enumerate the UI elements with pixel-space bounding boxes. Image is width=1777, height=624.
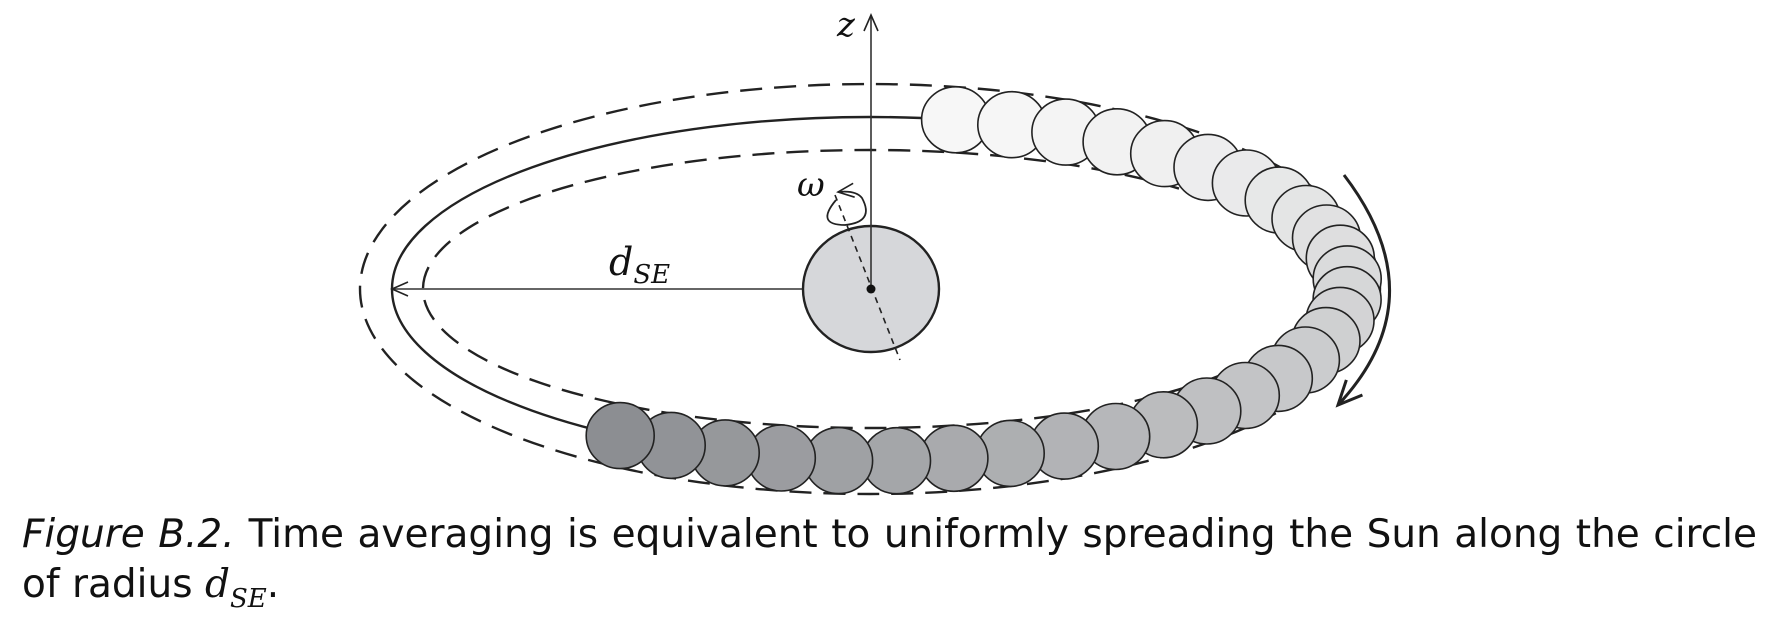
- z-axis-label: z: [836, 5, 856, 45]
- omega-rotation-arrow: [826, 182, 867, 226]
- radius-label: dSE: [609, 240, 670, 290]
- omega-label: ω: [797, 165, 825, 205]
- caption-end: .: [266, 562, 280, 607]
- sun-disc: [585, 401, 656, 470]
- spread-sun-discs: [585, 86, 1382, 495]
- figure-diagram: z ω dSE: [358, 5, 1392, 496]
- caption-figure-label: Figure B.2.: [22, 512, 235, 557]
- center-point: [866, 284, 876, 294]
- figure-caption: Figure B.2.Time averaging is equivalent …: [22, 510, 1757, 624]
- caption-symbol: d: [204, 562, 230, 607]
- caption-text: Time averaging is equivalent to uniforml…: [22, 512, 1757, 607]
- spin-axis: [834, 194, 901, 361]
- caption-subscript: SE: [229, 584, 267, 614]
- orbit-direction-arrow: [1335, 174, 1392, 408]
